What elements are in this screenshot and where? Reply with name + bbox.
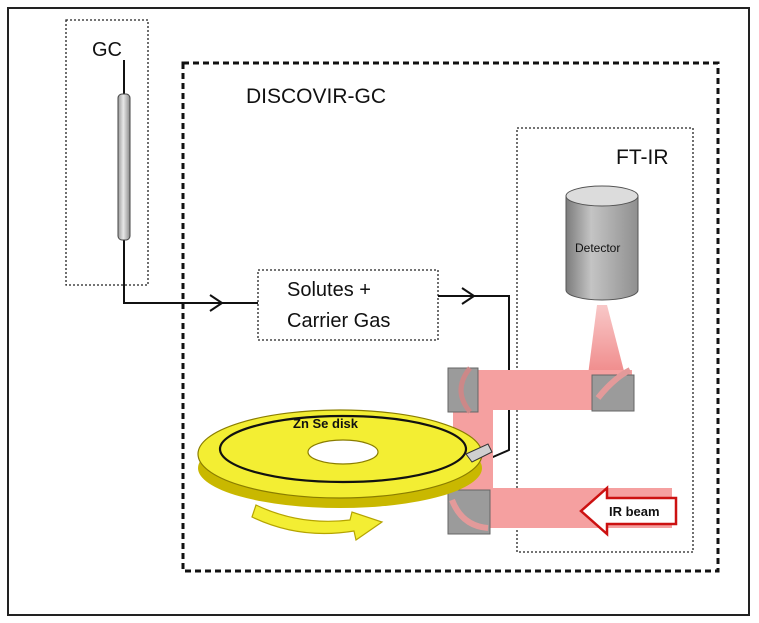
- disk-label: Zn Se disk: [293, 416, 359, 431]
- mirror-upper-left: [447, 366, 479, 414]
- solutes-label-line1: Solutes +: [287, 279, 371, 301]
- solutes-label-line2: Carrier Gas: [287, 310, 390, 332]
- flow-arrow-2: [461, 287, 476, 305]
- ftir-label: FT-IR: [616, 146, 669, 169]
- znse-disk: Zn Se disk: [197, 409, 483, 508]
- ir-beam-arrow: IR beam: [579, 485, 678, 537]
- gc-capillary: [117, 93, 131, 241]
- solutes-box: [257, 269, 439, 341]
- ftir-box: [516, 127, 694, 553]
- detector: Detector: [565, 185, 639, 301]
- rotation-arrow: [251, 504, 384, 542]
- discovir-box: [181, 61, 720, 573]
- gc-label: GC: [92, 39, 122, 61]
- gc-box: [65, 19, 149, 286]
- detector-label: Detector: [575, 241, 620, 255]
- mirror-lower-left: [447, 489, 491, 535]
- ir-beam-label: IR beam: [609, 504, 660, 519]
- flow-arrow-1: [209, 294, 224, 312]
- discovir-label: DISCOVIR-GC: [246, 85, 386, 108]
- gc-transfer-line: [123, 298, 258, 304]
- mirror-upper-right: [591, 367, 635, 412]
- deposition-nozzle: [465, 443, 493, 463]
